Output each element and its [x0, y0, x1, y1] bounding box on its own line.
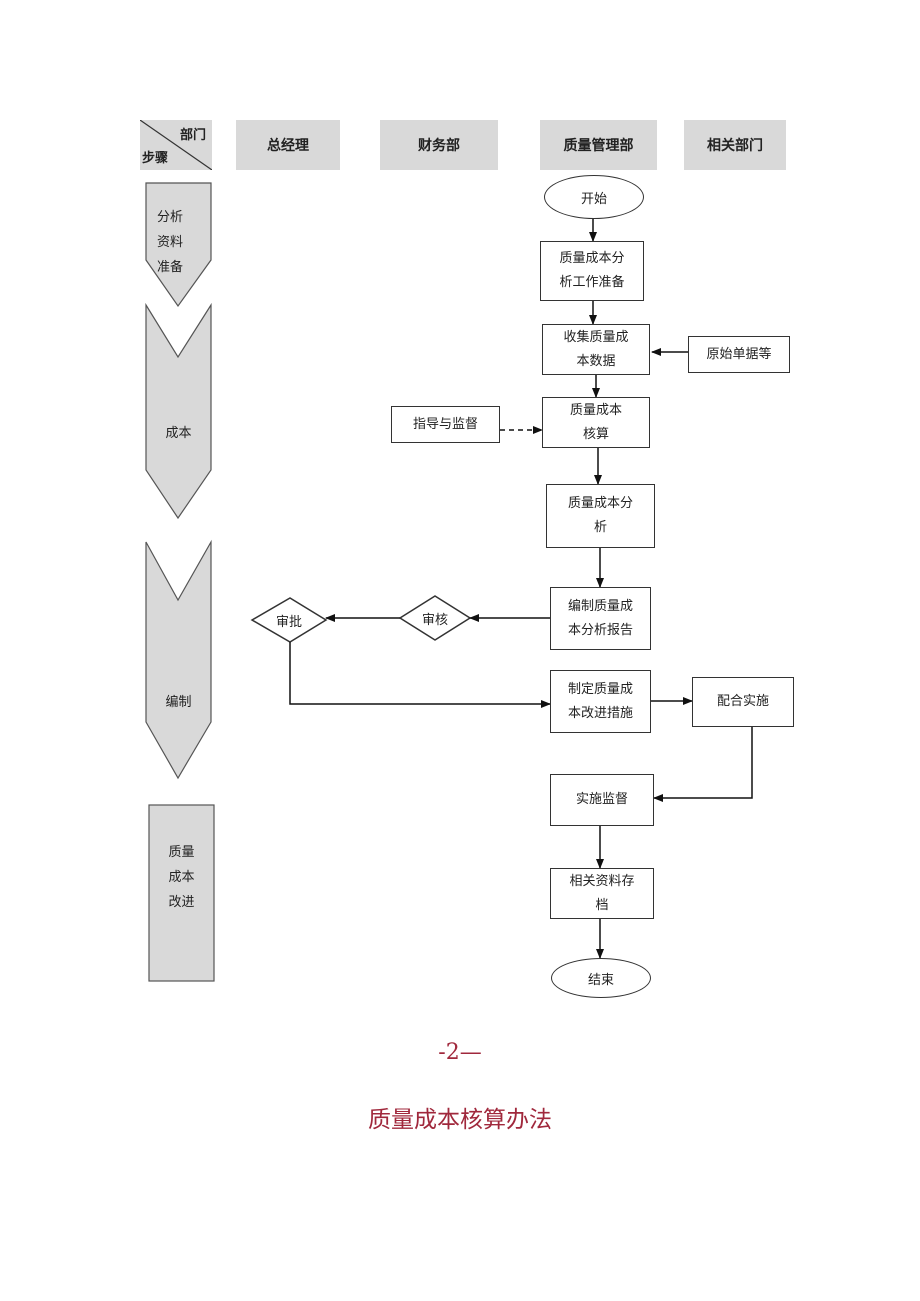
approve-label: 审批 [275, 614, 302, 630]
step-shape-compile [145, 539, 212, 780]
corner-diagonal-line [140, 120, 212, 170]
step-shape-cost [145, 302, 212, 520]
prepare-box: 质量成本分 析工作准备 [540, 241, 644, 301]
start-node: 开始 [544, 175, 644, 219]
end-node: 结束 [551, 958, 651, 998]
cooperate-box: 配合实施 [692, 677, 794, 727]
collect-box: 收集质量成 本数据 [542, 324, 650, 375]
header-general-manager: 总经理 [236, 120, 340, 170]
page-number: -2— [438, 1040, 482, 1065]
review-label: 审核 [421, 612, 448, 628]
step-label-compile: 编制 [165, 695, 192, 710]
step-label-improve: 质量 成本 改进 [168, 845, 195, 910]
header-related-dept: 相关部门 [684, 120, 786, 170]
accounting-box: 质量成本 核算 [542, 397, 650, 448]
corner-step-label: 步骤 [142, 151, 169, 166]
arrow-cooperate-supervise [653, 727, 753, 802]
measures-box: 制定质量成 本改进措施 [550, 670, 651, 733]
document-title: 质量成本核算办法 [368, 1107, 552, 1133]
step-label-prepare: 分析 资料 准备 [156, 210, 183, 275]
arrow-approve-measures [289, 642, 551, 708]
report-box: 编制质量成 本分析报告 [550, 587, 651, 650]
step-label-cost: 成本 [165, 426, 192, 441]
step-shape-prepare [145, 182, 212, 308]
supervise-box: 实施监督 [550, 774, 654, 826]
analysis-box: 质量成本分 析 [546, 484, 655, 548]
source-docs-box: 原始单据等 [688, 336, 790, 373]
header-finance: 财务部 [380, 120, 498, 170]
step-shape-improve [148, 804, 215, 982]
guide-box: 指导与监督 [391, 406, 500, 443]
corner-dept-label: 部门 [179, 128, 206, 143]
header-corner-cell: 部门 步骤 [140, 120, 212, 170]
header-quality-dept: 质量管理部 [540, 120, 657, 170]
archive-box: 相关资料存 档 [550, 868, 654, 919]
